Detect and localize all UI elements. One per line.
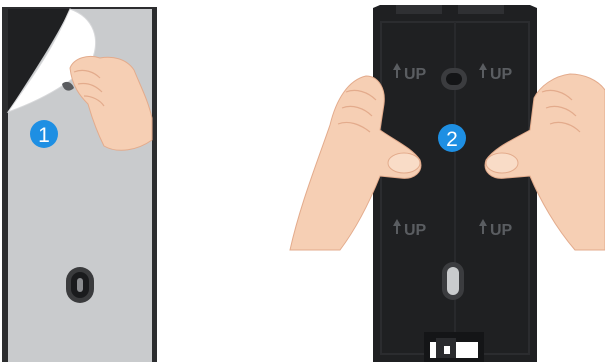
- step-1-illustration: 1: [2, 7, 157, 362]
- mounting-hole: [66, 267, 94, 303]
- bottom-clip: [424, 332, 484, 362]
- up-arrow-icon: [479, 219, 487, 234]
- svg-text:UP: UP: [490, 222, 513, 239]
- up-arrow-icon: [393, 219, 401, 234]
- svg-text:UP: UP: [490, 66, 513, 83]
- up-arrow-icon: [479, 63, 487, 78]
- svg-text:UP: UP: [404, 66, 427, 83]
- up-label-bottom-left: UP: [393, 219, 427, 239]
- step-2-illustration: UP UP UP UP: [289, 5, 605, 362]
- up-label-top-right: UP: [479, 63, 513, 83]
- right-thumb: [485, 152, 519, 174]
- step-1-badge: [30, 120, 58, 148]
- left-hand: [289, 75, 422, 251]
- svg-text:UP: UP: [404, 222, 427, 239]
- step-2-badge: [438, 124, 466, 152]
- up-arrow-icon: [393, 63, 401, 78]
- step-2-number: 2: [446, 128, 458, 151]
- left-thumb: [387, 152, 421, 174]
- peeled-film: [6, 8, 96, 114]
- up-label-bottom-right: UP: [479, 219, 513, 239]
- top-notch-left: [396, 5, 442, 14]
- up-label-top-left: UP: [393, 63, 427, 83]
- step-1-number: 1: [38, 124, 50, 147]
- exposed-corner: [8, 9, 70, 112]
- hand-peeling: [62, 55, 153, 151]
- right-hand: [484, 73, 605, 251]
- top-notch-right: [458, 5, 504, 14]
